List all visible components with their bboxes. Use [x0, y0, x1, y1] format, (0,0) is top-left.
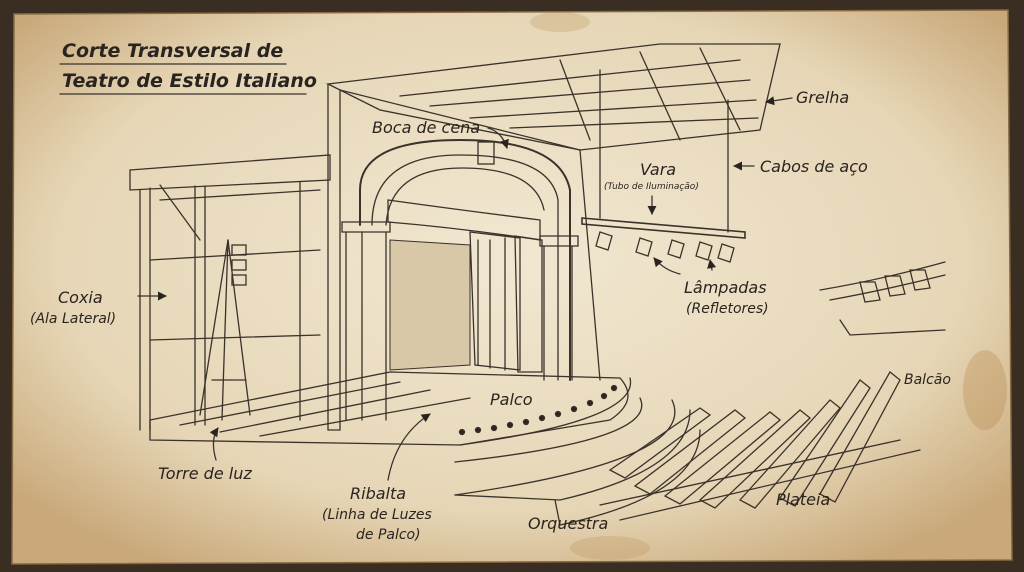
wing-frame [129, 154, 331, 191]
label-vara: Vara [640, 160, 677, 179]
label-cabos: Cabos de aço [760, 157, 868, 176]
balcony [819, 261, 946, 336]
spotlights [595, 231, 735, 263]
light-tower [199, 239, 251, 421]
label-plateia: Plateia [776, 490, 831, 509]
audience-seating [599, 371, 921, 521]
stain-top [530, 12, 590, 32]
back-curtain [389, 239, 471, 371]
label-ribalta: Ribalta [350, 484, 407, 503]
footlights [458, 384, 618, 436]
label-palco: Palco [490, 390, 533, 409]
proscenium-wall [327, 83, 341, 431]
label-boca-de-cena: Boca de cena [372, 118, 481, 137]
arrow-grelha [765, 96, 793, 106]
paper-sheet [11, 9, 1013, 565]
stage-apron [459, 377, 632, 446]
label-torre-de-luz: Torre de luz [158, 464, 252, 483]
arrow-torre [209, 427, 219, 461]
arrow-lampadas-1 [653, 257, 681, 275]
arrow-lampadas-2 [707, 259, 717, 271]
orchestra-pit [454, 409, 691, 501]
label-vara-sub: (Tubo de Iluminação) [604, 182, 699, 192]
label-lampadas: Lâmpadas [684, 278, 767, 297]
left-column [341, 221, 391, 233]
fly-bar [581, 217, 746, 239]
arrow-boca [487, 127, 509, 149]
label-coxia: Coxia [58, 288, 103, 307]
right-column [539, 235, 579, 247]
label-ribalta-sub-2: de Palco) [356, 527, 421, 543]
title-line-2: Teatro de Estilo Italiano [62, 70, 317, 92]
stain-bottom [570, 536, 650, 560]
arrow-ribalta [387, 413, 431, 481]
diagram-title: Corte Transversal de Teatro de Estilo It… [62, 36, 317, 96]
title-line-1: Corte Transversal de [62, 40, 284, 62]
stain-right [963, 350, 1007, 430]
proscenium-arch [359, 138, 571, 381]
label-coxia-sub: (Ala Lateral) [30, 311, 117, 327]
label-orquestra: Orquestra [528, 514, 609, 533]
label-grelha: Grelha [796, 88, 850, 107]
keystone [477, 141, 495, 165]
label-lampadas-sub: (Refletores) [686, 301, 769, 317]
label-balcao: Balcão [904, 372, 951, 388]
label-ribalta-sub-1: (Linha de Luzes [322, 507, 432, 523]
ceiling-grid [325, 43, 781, 151]
